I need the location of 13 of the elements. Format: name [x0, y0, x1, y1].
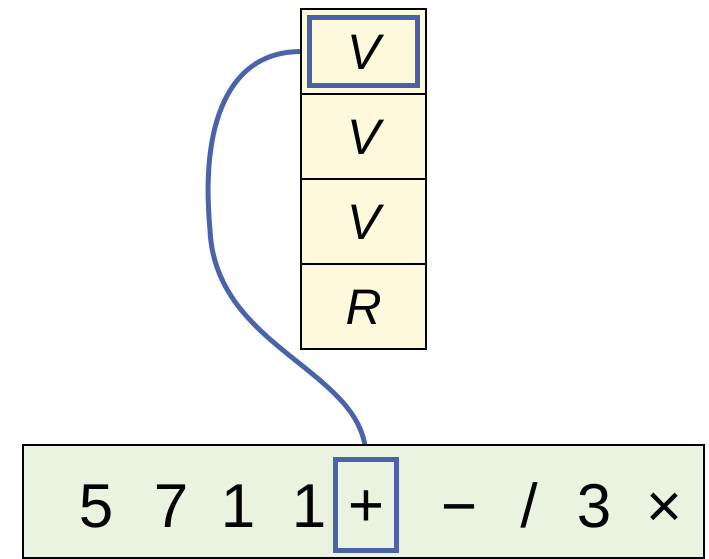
token: 1: [208, 456, 268, 556]
stack-cell: V: [300, 178, 427, 265]
token: 3: [564, 456, 624, 556]
stack-cell: V: [300, 8, 427, 95]
stack-cell: R: [300, 263, 427, 350]
token: 7: [141, 456, 201, 556]
token: /: [499, 456, 559, 556]
stack-cell: V: [300, 93, 427, 180]
input-tape: [22, 444, 705, 559]
current-token: +: [333, 457, 399, 553]
token: ×: [634, 456, 694, 556]
token: −: [429, 456, 489, 556]
token: 5: [66, 456, 126, 556]
